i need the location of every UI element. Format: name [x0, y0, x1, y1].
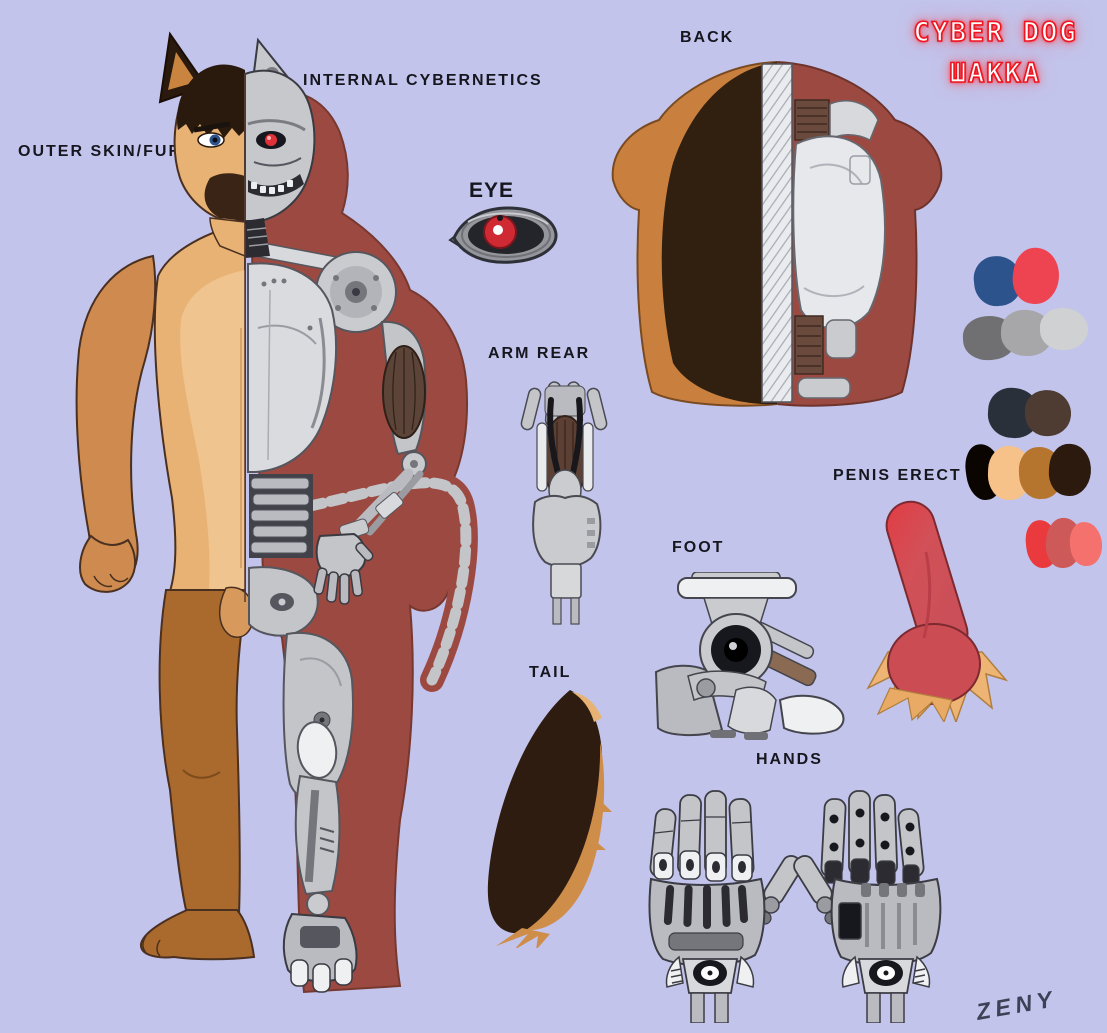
- palette-swatch: [1009, 245, 1063, 307]
- label-eye: EYE: [469, 179, 515, 202]
- spine-strip: [761, 63, 793, 403]
- title-line-1: CYBER DOG: [913, 16, 1078, 49]
- back-view-illustration: [598, 48, 955, 410]
- hand-back-view: [793, 790, 942, 1023]
- foot-detail-illustration: [648, 572, 868, 747]
- robot-knee: [296, 721, 338, 779]
- label-internal-cybernetics: INTERNAL CYBERNETICS: [303, 72, 543, 89]
- robot-tail: [304, 477, 472, 686]
- eye-detail-illustration: [448, 196, 563, 268]
- label-foot: FOOT: [672, 539, 725, 556]
- hands-illustration: [633, 783, 958, 1023]
- arm-rear-illustration: [517, 378, 617, 626]
- tail-detail-illustration: [452, 678, 642, 948]
- label-back: BACK: [680, 29, 735, 46]
- main-figure-illustration: [58, 28, 478, 998]
- label-hands: HANDS: [756, 751, 823, 768]
- anatomy-detail-illustration: [860, 492, 1010, 722]
- label-outer-skin: OUTER SKIN/FUR: [18, 143, 182, 160]
- hair: [176, 64, 245, 138]
- label-arm-rear: ARM REAR: [488, 345, 591, 362]
- red-robot-eye: [265, 134, 277, 146]
- title-line-2: ШAKKA: [949, 57, 1042, 90]
- furry-arm: [75, 254, 157, 586]
- palette-swatch: [1039, 307, 1089, 351]
- hand-palm-view: [648, 790, 803, 1023]
- character-title: CYBER DOG ШAKKA: [888, 12, 1103, 94]
- label-tail: TAIL: [529, 664, 572, 681]
- artist-signature: ZENY: [974, 985, 1059, 1025]
- furry-hand: [79, 534, 136, 593]
- furry-leg: [158, 589, 246, 915]
- label-penis-erect: PENIS ERECT: [833, 467, 962, 484]
- palette-swatch: [1046, 442, 1094, 498]
